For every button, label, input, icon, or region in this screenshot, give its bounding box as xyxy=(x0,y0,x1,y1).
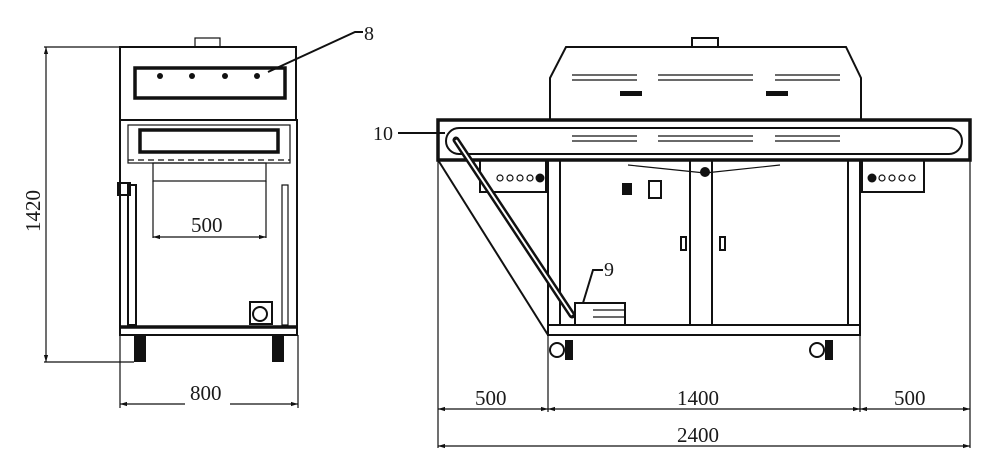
lamp-bank xyxy=(133,66,287,100)
right-control-panel xyxy=(861,159,925,193)
side-view: 1420 500 800 8 xyxy=(21,23,374,408)
tray xyxy=(152,162,267,182)
diagonal-support xyxy=(437,159,549,336)
upper-hood xyxy=(119,46,297,121)
right-foot xyxy=(272,336,284,362)
width-dimension: 800 xyxy=(190,381,222,405)
left-foot xyxy=(134,336,146,362)
cabinet-width-dimension: 1400 xyxy=(677,386,719,410)
left-door-handle[interactable] xyxy=(680,236,687,251)
callout-8: 8 xyxy=(364,23,374,45)
belt-vents xyxy=(572,135,840,142)
hood xyxy=(549,46,862,121)
conveyor-belt xyxy=(445,127,963,155)
switch xyxy=(648,180,662,199)
left-panel-knobs xyxy=(496,173,545,183)
cabinet xyxy=(547,159,861,336)
indicator-light xyxy=(622,183,632,195)
hood-handle xyxy=(691,37,719,48)
hood-vents xyxy=(572,74,840,96)
callout-9-leader xyxy=(582,269,603,304)
collection-box xyxy=(574,302,626,326)
motor-icon xyxy=(252,306,268,322)
inner-width-dimension: 500 xyxy=(191,213,223,237)
right-door-handle[interactable] xyxy=(719,236,726,251)
side-knob xyxy=(117,182,131,196)
right-panel-knobs xyxy=(867,173,916,183)
lower-frame xyxy=(119,119,298,336)
callout-10: 10 xyxy=(373,123,393,145)
left-extension-dimension: 500 xyxy=(475,386,507,410)
total-length-dimension: 2400 xyxy=(677,423,719,447)
left-post xyxy=(127,184,137,326)
caster-wheels xyxy=(549,340,833,360)
right-extension-dimension: 500 xyxy=(894,386,926,410)
top-handle xyxy=(194,37,221,48)
right-post xyxy=(281,184,289,326)
height-dimension: 1420 xyxy=(21,190,45,232)
conveyor-rollers xyxy=(138,128,280,154)
front-view: 500 1400 500 2400 10 9 xyxy=(373,37,972,449)
callout-9: 9 xyxy=(604,259,614,281)
callout-8-leader xyxy=(267,31,363,73)
motor-box xyxy=(249,301,273,325)
lamp-studs xyxy=(157,73,260,79)
